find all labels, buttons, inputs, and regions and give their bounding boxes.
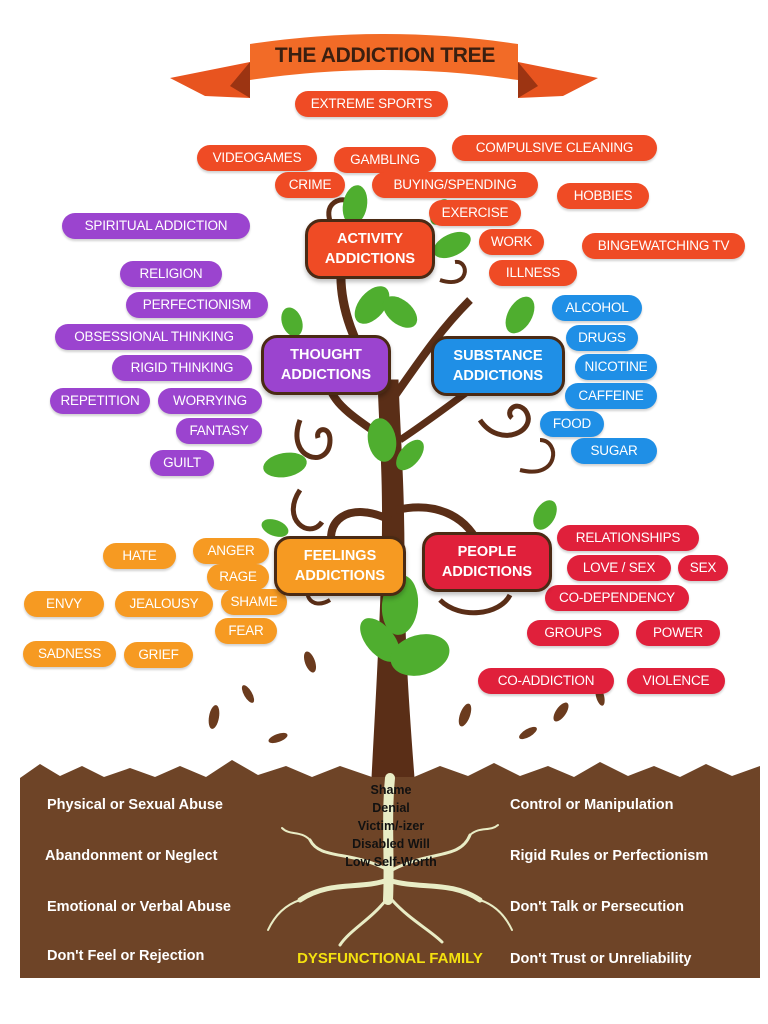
category-thought-label: THOUGHT ADDICTIONS xyxy=(280,347,372,383)
thought-item: OBSESSIONAL THINKING xyxy=(55,324,253,350)
people-item: CO-ADDICTION xyxy=(478,668,614,694)
substance-item: FOOD xyxy=(540,411,604,437)
substance-item: NICOTINE xyxy=(575,354,657,380)
activity-item: GAMBLING xyxy=(334,147,436,173)
activity-item: EXTREME SPORTS xyxy=(295,91,448,117)
category-substance-label: SUBSTANCE ADDICTIONS xyxy=(452,348,544,384)
foundation-label: DYSFUNCTIONAL FAMILY xyxy=(297,950,483,967)
cause-left: Abandonment or Neglect xyxy=(45,848,218,864)
activity-item: HOBBIES xyxy=(557,183,649,209)
thought-item: PERFECTIONISM xyxy=(126,292,268,318)
cause-left: Physical or Sexual Abuse xyxy=(47,797,223,813)
substance-item: DRUGS xyxy=(566,325,638,351)
tree-leaves xyxy=(261,185,557,676)
people-item: POWER xyxy=(636,620,720,646)
activity-item: BUYING/SPENDING xyxy=(372,172,538,198)
thought-item: FANTASY xyxy=(176,418,262,444)
root-word: Victim/-izer xyxy=(357,819,425,833)
thought-item: GUILT xyxy=(150,450,214,476)
page-title: THE ADDICTION TREE xyxy=(274,44,496,67)
feelings-item: GRIEF xyxy=(124,642,193,668)
tree-roots xyxy=(267,773,513,947)
feelings-item: ANGER xyxy=(193,538,269,564)
people-item: CO-DEPENDENCY xyxy=(545,585,689,611)
substance-item: CAFFEINE xyxy=(565,383,657,409)
feelings-item: RAGE xyxy=(207,564,269,590)
feelings-item: JEALOUSY xyxy=(115,591,213,617)
category-feelings: FEELINGS ADDICTIONS xyxy=(274,536,406,596)
people-item: RELATIONSHIPS xyxy=(557,525,699,551)
substance-item: ALCOHOL xyxy=(552,295,642,321)
feelings-item: SHAME xyxy=(221,589,287,615)
activity-item: ILLNESS xyxy=(489,260,577,286)
thought-item: RELIGION xyxy=(120,261,222,287)
cause-left: Don't Feel or Rejection xyxy=(47,948,205,964)
feelings-item: SADNESS xyxy=(23,641,116,667)
cause-right: Rigid Rules or Perfectionism xyxy=(510,848,709,864)
activity-item: COMPULSIVE CLEANING xyxy=(452,135,657,161)
activity-item: CRIME xyxy=(275,172,345,198)
cause-right: Control or Manipulation xyxy=(510,797,674,813)
thought-item: SPIRITUAL ADDICTION xyxy=(62,213,250,239)
thought-item: WORRYING xyxy=(158,388,262,414)
root-word: Disabled Will xyxy=(352,837,430,851)
thought-item: RIGID THINKING xyxy=(112,355,252,381)
root-word: Low Self-Worth xyxy=(345,855,437,869)
category-people: PEOPLE ADDICTIONS xyxy=(422,532,552,592)
category-activity-label: ACTIVITY ADDICTIONS xyxy=(324,231,416,267)
category-thought: THOUGHT ADDICTIONS xyxy=(261,335,391,395)
category-people-label: PEOPLE ADDICTIONS xyxy=(441,544,533,580)
title-banner xyxy=(170,34,598,98)
root-word: Shame xyxy=(370,783,412,797)
cause-right: Don't Talk or Persecution xyxy=(510,899,684,915)
cause-left: Emotional or Verbal Abuse xyxy=(47,899,231,915)
cause-right: Don't Trust or Unreliability xyxy=(510,951,692,967)
feelings-item: FEAR xyxy=(215,618,277,644)
feelings-item: ENVY xyxy=(24,591,104,617)
category-feelings-label: FEELINGS ADDICTIONS xyxy=(294,548,386,584)
thought-item: REPETITION xyxy=(50,388,150,414)
people-item: VIOLENCE xyxy=(627,668,725,694)
activity-item: BINGEWATCHING TV xyxy=(582,233,745,259)
people-item: GROUPS xyxy=(527,620,619,646)
root-word: Denial xyxy=(372,801,410,815)
activity-item: WORK xyxy=(479,229,544,255)
substance-item: SUGAR xyxy=(571,438,657,464)
activity-item: VIDEOGAMES xyxy=(197,145,317,171)
people-item: SEX xyxy=(678,555,728,581)
people-item: LOVE / SEX xyxy=(567,555,671,581)
category-substance: SUBSTANCE ADDICTIONS xyxy=(431,336,565,396)
activity-item: EXERCISE xyxy=(429,200,521,226)
category-activity: ACTIVITY ADDICTIONS xyxy=(305,219,435,279)
feelings-item: HATE xyxy=(103,543,176,569)
